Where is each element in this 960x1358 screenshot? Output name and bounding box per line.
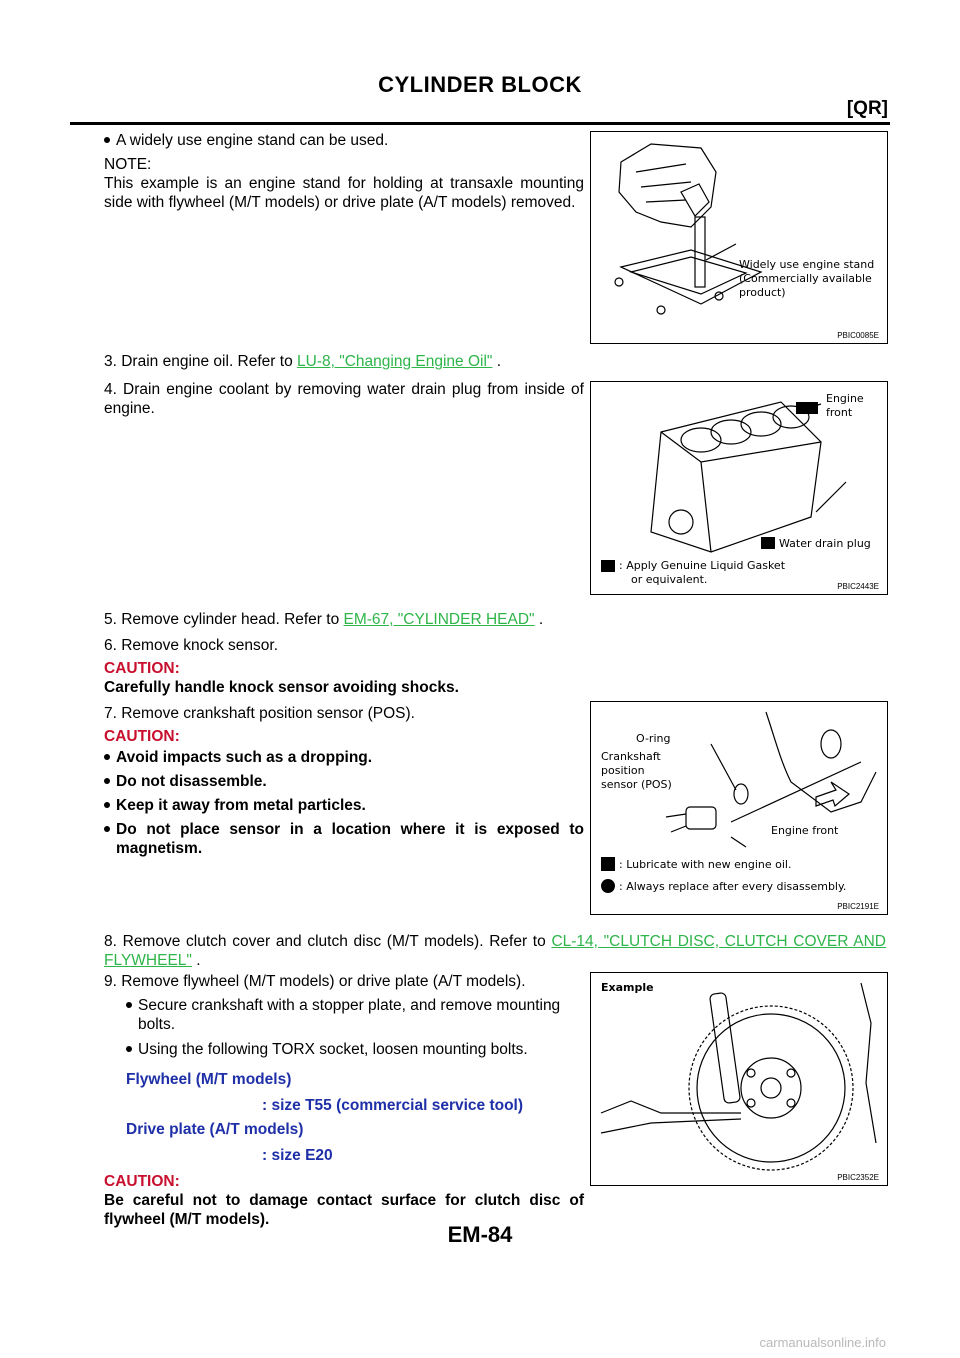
step-9-bullet: Using the following TORX socket, loosen …	[126, 1040, 584, 1059]
gasket-icon	[761, 537, 775, 549]
caution-label: CAUTION:	[104, 1173, 180, 1190]
bullet-icon	[104, 753, 110, 760]
step-4: 4. Drain engine coolant by removing wate…	[104, 381, 584, 417]
link-em-67[interactable]: EM-67, "CYLINDER HEAD"	[343, 611, 535, 628]
fig2-engine-front-2: front	[826, 406, 853, 419]
caution-text: Be careful not to damage contact surface…	[104, 1192, 584, 1228]
figure-flywheel: Example PBIC2352E	[590, 972, 888, 1186]
bullet-icon	[126, 1002, 132, 1008]
replace-icon	[601, 879, 615, 893]
bullet-icon	[104, 136, 110, 143]
gasket-legend-icon	[601, 560, 615, 572]
caution-item: Avoid impacts such as a dropping.	[104, 748, 584, 767]
step-6-caution: CAUTION: Carefully handle knock sensor a…	[104, 659, 584, 697]
fig1-callout-1: Widely use engine stand	[739, 258, 874, 271]
step-8: 8. Remove clutch cover and clutch disc (…	[104, 933, 886, 969]
note-block: NOTE: This example is an engine stand fo…	[104, 155, 584, 212]
caution-text: Carefully handle knock sensor avoiding s…	[104, 679, 459, 696]
note-label: NOTE:	[104, 156, 152, 173]
step-5: 5. Remove cylinder head. Refer to EM-67,…	[104, 611, 544, 628]
section-code: [QR]	[846, 98, 888, 119]
fig1-callout-2: (Commercially available	[739, 272, 872, 285]
figure-crank-sensor: O-ring Crankshaft position sensor (POS) …	[590, 701, 888, 915]
fig3-legend-1: : Lubricate with new engine oil.	[619, 858, 791, 871]
caution-label: CAUTION:	[104, 660, 180, 677]
step-3: 3. Drain engine oil. Refer to LU-8, "Cha…	[104, 353, 502, 370]
step-9-caution: CAUTION: Be careful not to damage contac…	[104, 1172, 584, 1229]
fig2-legend-2: or equivalent.	[631, 573, 707, 586]
figure-cylinder-block: Engine front Water drain plug : Apply Ge…	[590, 381, 888, 595]
spec-driveplate-value: : size E20	[262, 1147, 333, 1164]
bullet-icon	[104, 826, 110, 832]
caution-item: Do not disassemble.	[104, 772, 584, 791]
header-rule	[70, 122, 890, 125]
fig4-title: Example	[601, 981, 654, 994]
page-title: CYLINDER BLOCK	[378, 72, 582, 97]
fig2-code: PBIC2443E	[837, 582, 879, 591]
spec-flywheel-label: Flywheel (M/T models)	[126, 1071, 292, 1088]
fig3-engine-front: Engine front	[771, 824, 839, 837]
fig2-engine-front-1: Engine	[826, 392, 864, 405]
bullet-icon	[126, 1045, 132, 1052]
fig3-sensor-2: position	[601, 764, 645, 777]
fig2-legend-1: : Apply Genuine Liquid Gasket	[619, 559, 786, 572]
fig4-code: PBIC2352E	[837, 1173, 879, 1182]
link-cl-14[interactable]: CL-14, "CLUTCH DISC, CLUTCH COVER AND FL…	[104, 933, 886, 969]
fig3-legend-2: : Always replace after every disassembly…	[619, 880, 846, 893]
step-6: 6. Remove knock sensor.	[104, 637, 279, 654]
fig1-callout-3: product)	[739, 286, 786, 299]
fig3-sensor-1: Crankshaft	[601, 750, 661, 763]
fig3-oring: O-ring	[636, 732, 670, 745]
bullet-icon	[104, 777, 110, 784]
step-7: 7. Remove crankshaft position sensor (PO…	[104, 705, 415, 722]
bullet-icon	[104, 801, 110, 808]
fig3-code: PBIC2191E	[837, 902, 879, 911]
oil-can-icon	[601, 857, 615, 871]
page-number: EM-84	[447, 1222, 513, 1247]
caution-item: Keep it away from metal particles.	[104, 796, 584, 815]
watermark: carmanualsonline.info	[759, 1335, 886, 1350]
step-7-caution: CAUTION: Avoid impacts such as a droppin…	[104, 727, 584, 858]
figure-engine-stand: Widely use engine stand (Commercially av…	[590, 131, 888, 344]
spec-flywheel-value: : size T55 (commercial service tool)	[262, 1097, 524, 1114]
link-lu-8[interactable]: LU-8, "Changing Engine Oil"	[297, 353, 493, 370]
step-9: 9. Remove flywheel (M/T models) or drive…	[104, 973, 526, 990]
fig2-drain-plug: Water drain plug	[779, 537, 871, 550]
fig1-code: PBIC0085E	[837, 331, 879, 340]
caution-item: Do not place sensor in a location where …	[104, 820, 584, 858]
caution-label: CAUTION:	[104, 728, 180, 745]
spec-driveplate-label: Drive plate (A/T models)	[126, 1121, 304, 1138]
step-9-bullet: Secure crankshaft with a stopper plate, …	[126, 996, 584, 1034]
fig3-sensor-3: sensor (POS)	[601, 778, 672, 791]
note-text: This example is an engine stand for hold…	[104, 175, 584, 211]
intro-bullet: A widely use engine stand can be used.	[104, 131, 584, 150]
